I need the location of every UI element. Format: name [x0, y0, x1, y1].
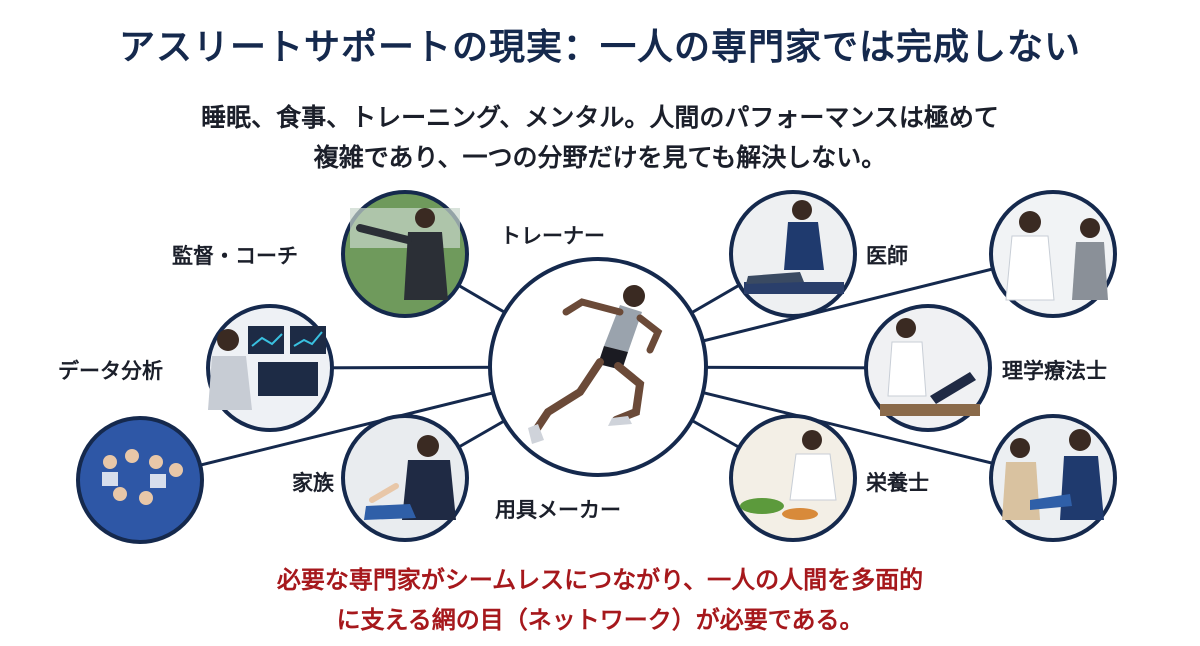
shoe-fitting-photo [989, 414, 1117, 542]
footer-line-2: に支える網の目（ネットワーク）が必要である。 [336, 606, 864, 634]
data-analyst-photo [206, 304, 334, 432]
label-physiotherapist: 理学療法士 [1002, 359, 1107, 383]
running-athlete-illustration [528, 285, 663, 444]
page-title: アスリートサポートの現実：一人の専門家では完成しない [118, 27, 1081, 68]
label-family: 家族 [292, 471, 334, 495]
family-shoes-photo [341, 414, 469, 542]
footer-line-1: 必要な専門家がシームレスにつながり、一人の人間を多面的 [276, 566, 924, 594]
label-data-analysis: データ分析 [58, 359, 163, 383]
physio-photo [864, 304, 992, 432]
footer-message: 必要な専門家がシームレスにつながり、一人の人間を多面的 に支える網の目（ネットワ… [0, 560, 1200, 640]
subtitle-line-2: 複雑であり、一つの分野だけを見ても解決しない。 [313, 143, 887, 172]
subtitle-line-1: 睡眠、食事、トレーニング、メンタル。人間のパフォーマンスは極めて [201, 103, 999, 132]
label-nutritionist: 栄養士 [866, 471, 929, 495]
doctor-treatment-photo [729, 190, 857, 318]
label-equipment-maker: 用具メーカー [495, 498, 621, 522]
label-trainer: トレーナー [500, 224, 605, 248]
center-athlete-node [488, 257, 708, 477]
label-doctor: 医師 [866, 244, 908, 268]
label-coach: 監督・コーチ [172, 244, 298, 268]
subtitle: 睡眠、食事、トレーニング、メンタル。人間のパフォーマンスは極めて 複雑であり、一… [0, 98, 1200, 178]
nutritionist-photo [729, 414, 857, 542]
fans-photo [76, 416, 204, 544]
coach-photo [341, 190, 469, 318]
clinic-consultation-photo [989, 190, 1117, 318]
